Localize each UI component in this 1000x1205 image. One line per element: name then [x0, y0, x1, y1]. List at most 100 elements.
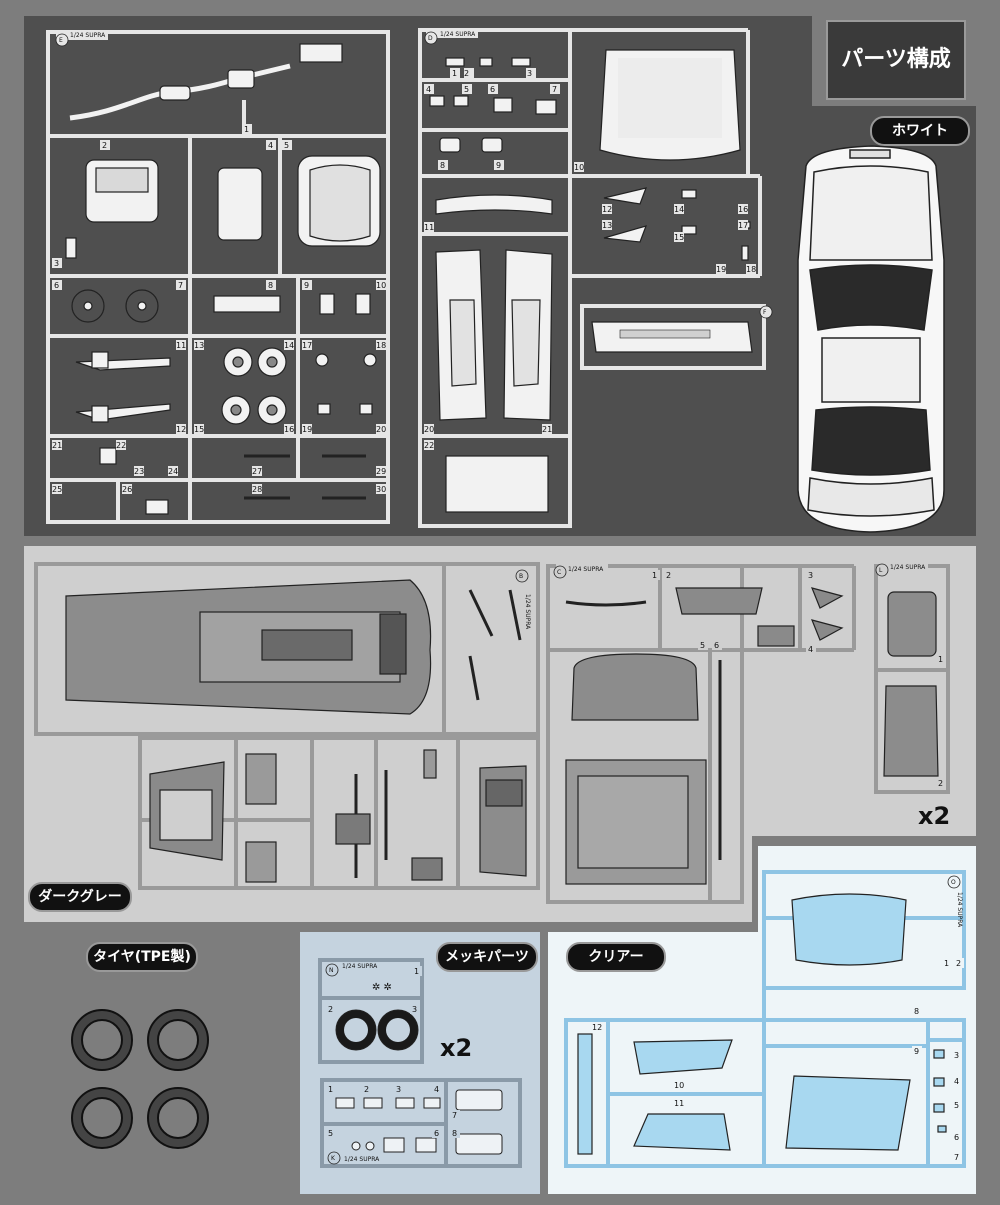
- white-label: ホワイト: [870, 116, 970, 146]
- svg-text:29: 29: [376, 467, 386, 476]
- svg-text:✲ ✲: ✲ ✲: [372, 982, 392, 993]
- car-body: [797, 145, 945, 533]
- plated-multiplier: x2: [440, 1034, 473, 1062]
- svg-text:3: 3: [808, 571, 813, 580]
- svg-text:9: 9: [496, 161, 501, 170]
- sprue-e-parts: [65, 43, 381, 515]
- svg-text:8: 8: [268, 281, 273, 290]
- svg-text:17: 17: [302, 341, 312, 350]
- svg-text:1/24 SUPRA: 1/24 SUPRA: [440, 31, 476, 38]
- svg-text:7: 7: [552, 85, 557, 94]
- svg-text:1/24 SUPRA: 1/24 SUPRA: [956, 892, 963, 928]
- tires: [71, 1009, 209, 1149]
- svg-text:6: 6: [434, 1129, 439, 1138]
- svg-text:1/24 SUPRA: 1/24 SUPRA: [342, 963, 378, 970]
- svg-text:1: 1: [328, 1085, 333, 1094]
- sprue-d-numbers: D 1/24 SUPRA 1 2 3 4 5 6 7 8 9 10 11 12 …: [424, 28, 756, 450]
- svg-text:23: 23: [134, 467, 144, 476]
- svg-text:2: 2: [938, 779, 943, 788]
- svg-text:6: 6: [490, 85, 495, 94]
- svg-text:16: 16: [284, 425, 294, 434]
- svg-text:7: 7: [178, 281, 183, 290]
- svg-text:1: 1: [938, 655, 943, 664]
- svg-text:3: 3: [527, 69, 532, 78]
- svg-text:1/24 SUPRA: 1/24 SUPRA: [344, 1156, 380, 1163]
- svg-text:24: 24: [168, 467, 178, 476]
- svg-text:18: 18: [746, 265, 756, 274]
- svg-text:1: 1: [944, 959, 949, 968]
- svg-text:1/24 SUPRA: 1/24 SUPRA: [568, 566, 604, 573]
- svg-text:1: 1: [244, 125, 249, 134]
- svg-text:L: L: [879, 567, 883, 574]
- svg-text:4: 4: [434, 1085, 439, 1094]
- sprue-b-labels: B 1/24 SUPRA: [515, 569, 531, 630]
- svg-text:1: 1: [414, 967, 419, 976]
- svg-text:3: 3: [412, 1005, 417, 1014]
- svg-text:7: 7: [452, 1111, 457, 1120]
- svg-text:3: 3: [54, 259, 59, 268]
- svg-text:10: 10: [574, 163, 584, 172]
- svg-text:C: C: [557, 569, 561, 576]
- svg-text:2: 2: [102, 141, 107, 150]
- clear-label: クリアー: [566, 942, 666, 972]
- svg-text:30: 30: [376, 485, 386, 494]
- svg-text:5: 5: [328, 1129, 333, 1138]
- svg-text:22: 22: [116, 441, 126, 450]
- svg-text:15: 15: [194, 425, 204, 434]
- sprue-l: L 1/24 SUPRA 1 2: [874, 562, 950, 794]
- svg-text:7: 7: [954, 1153, 959, 1162]
- svg-text:E: E: [59, 37, 63, 44]
- svg-text:21: 21: [542, 425, 552, 434]
- svg-text:D: D: [428, 35, 433, 42]
- sprue-o-parts: [577, 893, 947, 1155]
- svg-text:12: 12: [602, 205, 612, 214]
- svg-text:11: 11: [176, 341, 186, 350]
- sprue-d: [418, 28, 762, 528]
- svg-text:6: 6: [954, 1133, 959, 1142]
- sprue-f: F: [580, 304, 773, 370]
- svg-text:4: 4: [808, 645, 813, 654]
- svg-text:19: 19: [302, 425, 312, 434]
- sprue-b: [34, 562, 540, 890]
- svg-text:6: 6: [54, 281, 59, 290]
- svg-text:1/24 SUPRA: 1/24 SUPRA: [70, 32, 106, 39]
- svg-text:21: 21: [52, 441, 62, 450]
- interior-multiplier: x2: [918, 802, 951, 830]
- svg-text:4: 4: [426, 85, 431, 94]
- svg-text:5: 5: [700, 641, 705, 650]
- svg-text:1: 1: [452, 69, 457, 78]
- sprue-e-numbers: E 1/24 SUPRA 1 2 3 4 5 6 7 8 9 10 11 12 …: [52, 30, 386, 494]
- sprue-e: [46, 30, 390, 524]
- svg-text:10: 10: [674, 1081, 684, 1090]
- svg-text:2: 2: [956, 959, 961, 968]
- svg-text:3: 3: [954, 1051, 959, 1060]
- svg-text:19: 19: [716, 265, 726, 274]
- svg-text:3: 3: [396, 1085, 401, 1094]
- svg-text:13: 13: [194, 341, 204, 350]
- svg-text:10: 10: [376, 281, 386, 290]
- sprue-c: [546, 564, 856, 904]
- svg-text:5: 5: [954, 1101, 959, 1110]
- svg-text:12: 12: [176, 425, 186, 434]
- svg-text:8: 8: [452, 1129, 457, 1138]
- svg-text:13: 13: [602, 221, 612, 230]
- sprue-k: K 1/24 SUPRA 1 2 3 4 5 6 7 8: [320, 1078, 522, 1168]
- svg-text:9: 9: [304, 281, 309, 290]
- svg-text:26: 26: [122, 485, 132, 494]
- svg-text:5: 5: [464, 85, 469, 94]
- sprue-d-parts: [429, 49, 751, 513]
- svg-text:O: O: [951, 879, 956, 886]
- sprue-o-numbers: O 1/24 SUPRA 1 2 3 4 5 6 7 8 9 10 11 12: [590, 875, 964, 1162]
- svg-text:2: 2: [364, 1085, 369, 1094]
- svg-text:14: 14: [284, 341, 294, 350]
- svg-text:2: 2: [464, 69, 469, 78]
- svg-text:2: 2: [666, 571, 671, 580]
- svg-text:F: F: [763, 309, 767, 316]
- page-title: パーツ構成: [826, 20, 966, 100]
- svg-text:22: 22: [424, 441, 434, 450]
- svg-text:20: 20: [376, 425, 386, 434]
- svg-text:8: 8: [914, 1007, 919, 1016]
- svg-text:16: 16: [738, 205, 748, 214]
- tire-label: タイヤ(TPE製): [86, 942, 198, 972]
